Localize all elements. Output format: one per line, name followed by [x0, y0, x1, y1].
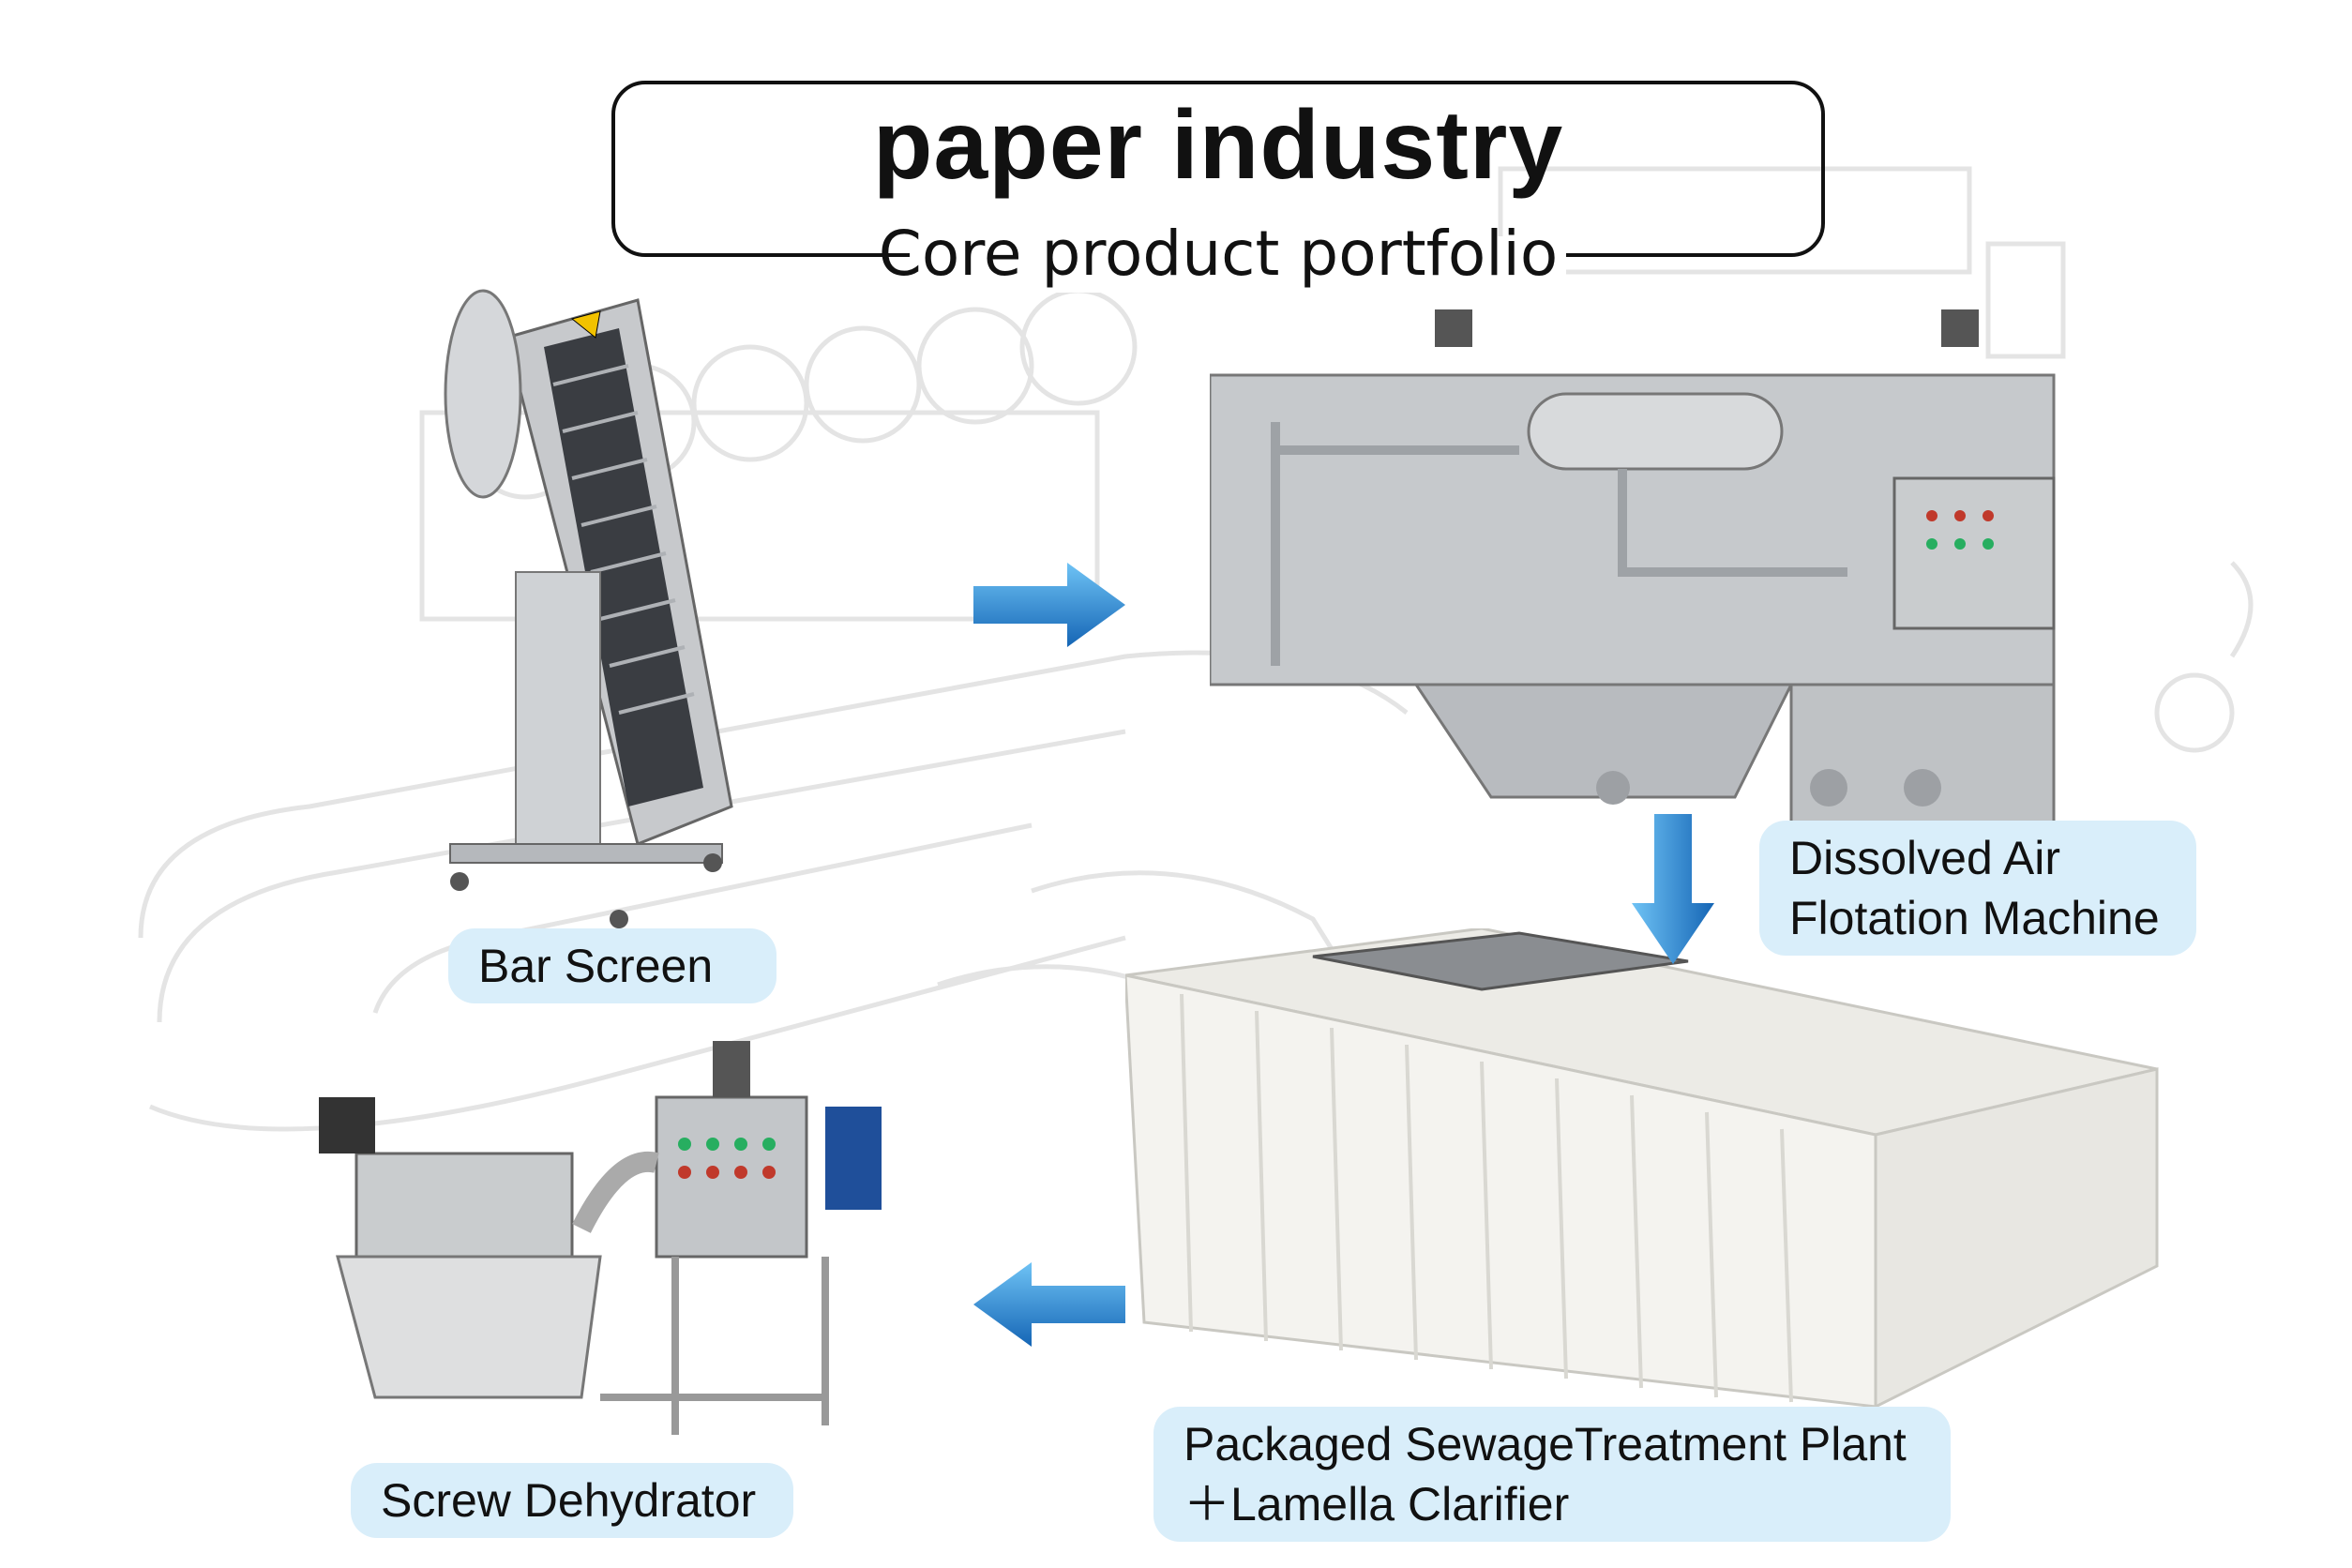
label-sewage-plant-line1: Packaged SewageTreatment Plant — [1184, 1418, 1907, 1470]
label-sewage-plant-line2: ＋Lamella Clarifier — [1184, 1478, 1570, 1530]
label-daf: Dissolved Air Flotation Machine — [1759, 821, 2196, 956]
label-screw-dehydrator-text: Screw Dehydrator — [381, 1474, 757, 1527]
bar-screen-image — [444, 289, 733, 928]
label-daf-line2: Flotation Machine — [1789, 892, 2160, 944]
label-screw-dehydrator: Screw Dehydrator — [351, 1463, 793, 1538]
arrow-left-icon — [973, 1262, 1125, 1347]
label-bar-screen-text: Bar Screen — [478, 940, 714, 992]
daf-machine-image — [1210, 309, 2056, 827]
label-sewage-plant: Packaged SewageTreatment Plant ＋Lamella … — [1153, 1407, 1951, 1542]
label-bar-screen: Bar Screen — [448, 928, 776, 1003]
arrow-right-icon — [973, 563, 1125, 647]
label-daf-line1: Dissolved Air — [1789, 832, 2060, 884]
arrow-down-icon — [1632, 814, 1714, 964]
page-subtitle: Core product portfolio — [878, 218, 1559, 290]
sewage-plant-image — [1125, 928, 2159, 1410]
screw-dehydrator-image — [319, 1041, 882, 1435]
subtitle-gap — [910, 236, 1566, 293]
page-title: paper industry — [872, 91, 1564, 200]
